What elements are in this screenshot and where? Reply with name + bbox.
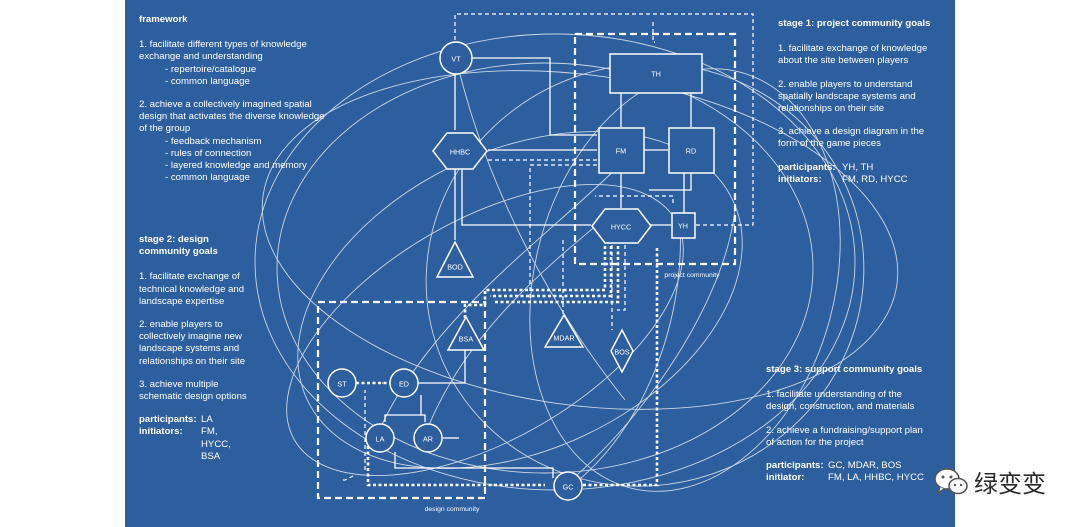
framework-block: framework 1. facilitate different types … bbox=[139, 14, 334, 184]
node-mdar bbox=[543, 313, 585, 348]
connection-arcs bbox=[254, 33, 899, 492]
node-th-label: TH bbox=[651, 70, 661, 79]
node-fm-label: FM bbox=[616, 147, 626, 156]
stage3-title: stage 3: support community goals bbox=[766, 364, 923, 375]
node-gc bbox=[553, 471, 583, 501]
stage2-initiators: initiators:FM, bbox=[139, 426, 218, 438]
node-st-label: ST bbox=[337, 380, 347, 389]
node-yh-label: YH bbox=[678, 222, 688, 231]
stage1-goal: 1. facilitate exchange of knowledge abou… bbox=[778, 43, 928, 67]
framework-item: 2. achieve a collectively imagined spati… bbox=[139, 99, 334, 184]
participants-label: participants: bbox=[766, 460, 824, 472]
node-bod-label: BOD bbox=[447, 263, 463, 272]
stage1-goal: 2. enable players to understand spatiall… bbox=[778, 78, 916, 115]
stage2-block: stage 2: design community goals 1. facil… bbox=[139, 234, 251, 463]
design-community-label: design community bbox=[425, 506, 480, 513]
framework-item: 1. facilitate different types of knowled… bbox=[139, 39, 334, 88]
stage1-initiators: initiators:FM, RD, HYCC bbox=[778, 173, 908, 185]
stage2-initiator-item: BSA bbox=[201, 450, 221, 462]
node-mdar-label: MDAR bbox=[553, 334, 574, 343]
stage2-title: stage 2: design community goals bbox=[139, 234, 218, 258]
node-bos bbox=[610, 328, 634, 374]
node-la-label: LA bbox=[376, 435, 385, 444]
stage1-block: stage 1: project community goals 1. faci… bbox=[778, 18, 944, 186]
solid-links bbox=[382, 57, 692, 478]
project-community-label: project community bbox=[664, 272, 720, 279]
diagram-board: project community design community TH FM… bbox=[125, 0, 955, 527]
node-rd bbox=[668, 127, 715, 174]
stage3-goal: 1. facilitate understanding of the desig… bbox=[766, 389, 915, 413]
node-hycc bbox=[591, 208, 652, 244]
initiators-label: initiators: bbox=[139, 426, 183, 438]
stage2-initiator-item: HYCC, bbox=[201, 438, 231, 450]
framework-item-text: 2. achieve a collectively imagined spati… bbox=[139, 99, 325, 135]
node-st bbox=[327, 368, 357, 398]
framework-sub-item: - feedback mechanism bbox=[165, 135, 262, 147]
node-ar-label: AR bbox=[423, 435, 433, 444]
initiators-label: initiators: bbox=[778, 173, 822, 185]
stage2-goal: 3. achieve multiple schematic design opt… bbox=[139, 378, 247, 403]
participants-label: participants: bbox=[139, 414, 197, 426]
project-community-container bbox=[573, 32, 737, 266]
node-rd-label: RD bbox=[686, 147, 696, 156]
framework-sub-item: - common language bbox=[165, 75, 250, 87]
node-fm bbox=[598, 127, 645, 174]
stage1-title: stage 1: project community goals bbox=[778, 18, 931, 29]
node-hhbc-label: HHBC bbox=[450, 148, 470, 157]
stage2-participants: participants:LA bbox=[139, 414, 213, 426]
node-vt bbox=[439, 41, 473, 75]
node-bos-label: BOS bbox=[614, 348, 629, 357]
stage3-participants: participants:GC, MDAR, BOS bbox=[766, 460, 902, 472]
stage1-participants: participants:YH, TH bbox=[778, 161, 874, 173]
stage1-goal: 3. achieve a design diagram in the form … bbox=[778, 126, 925, 150]
framework-sub-item: - layered knowledge and memory bbox=[165, 160, 307, 172]
framework-sub-item: - common language bbox=[165, 172, 250, 184]
node-yh bbox=[671, 212, 696, 239]
stage2-goal: 1. facilitate exchange of technical know… bbox=[139, 271, 245, 307]
node-hhbc bbox=[432, 132, 488, 170]
node-bod bbox=[435, 240, 475, 278]
framework-title: framework bbox=[139, 14, 188, 25]
node-ed-label: ED bbox=[399, 380, 409, 389]
node-ed bbox=[389, 368, 419, 398]
thick-dotted-links bbox=[356, 246, 659, 487]
stage3-goal: 2. achieve a fundraising/support plan of… bbox=[766, 424, 923, 448]
stage3-initiators: initiator:FM, LA, HHBC, HYCC bbox=[766, 472, 924, 484]
node-bsa bbox=[446, 315, 486, 351]
framework-sub-item: - rules of connection bbox=[165, 147, 252, 159]
design-community-container bbox=[316, 300, 487, 500]
stage3-block: stage 3: support community goals 1. faci… bbox=[766, 364, 926, 484]
watermark-text: 绿变变 bbox=[974, 470, 1046, 498]
stage2-goal: 2. enable players to collectively imagin… bbox=[139, 319, 246, 367]
node-th bbox=[609, 53, 703, 94]
initiators-label: initiator: bbox=[766, 472, 805, 484]
node-bsa-label: BSA bbox=[459, 335, 474, 344]
node-hycc-label: HYCC bbox=[611, 223, 631, 232]
wechat-icon bbox=[934, 467, 968, 495]
node-gc-label: GC bbox=[563, 483, 574, 492]
network-diagram: project community design community TH FM… bbox=[254, 13, 899, 513]
framework-sub-item: - repertoire/catalogue bbox=[165, 63, 257, 75]
framework-item-text: 1. facilitate different types of knowled… bbox=[139, 39, 307, 63]
participants-label: participants: bbox=[778, 161, 836, 173]
node-vt-label: VT bbox=[451, 55, 461, 64]
node-la bbox=[365, 423, 395, 453]
watermark: 绿变变 bbox=[933, 464, 1046, 499]
node-ar bbox=[413, 423, 443, 453]
